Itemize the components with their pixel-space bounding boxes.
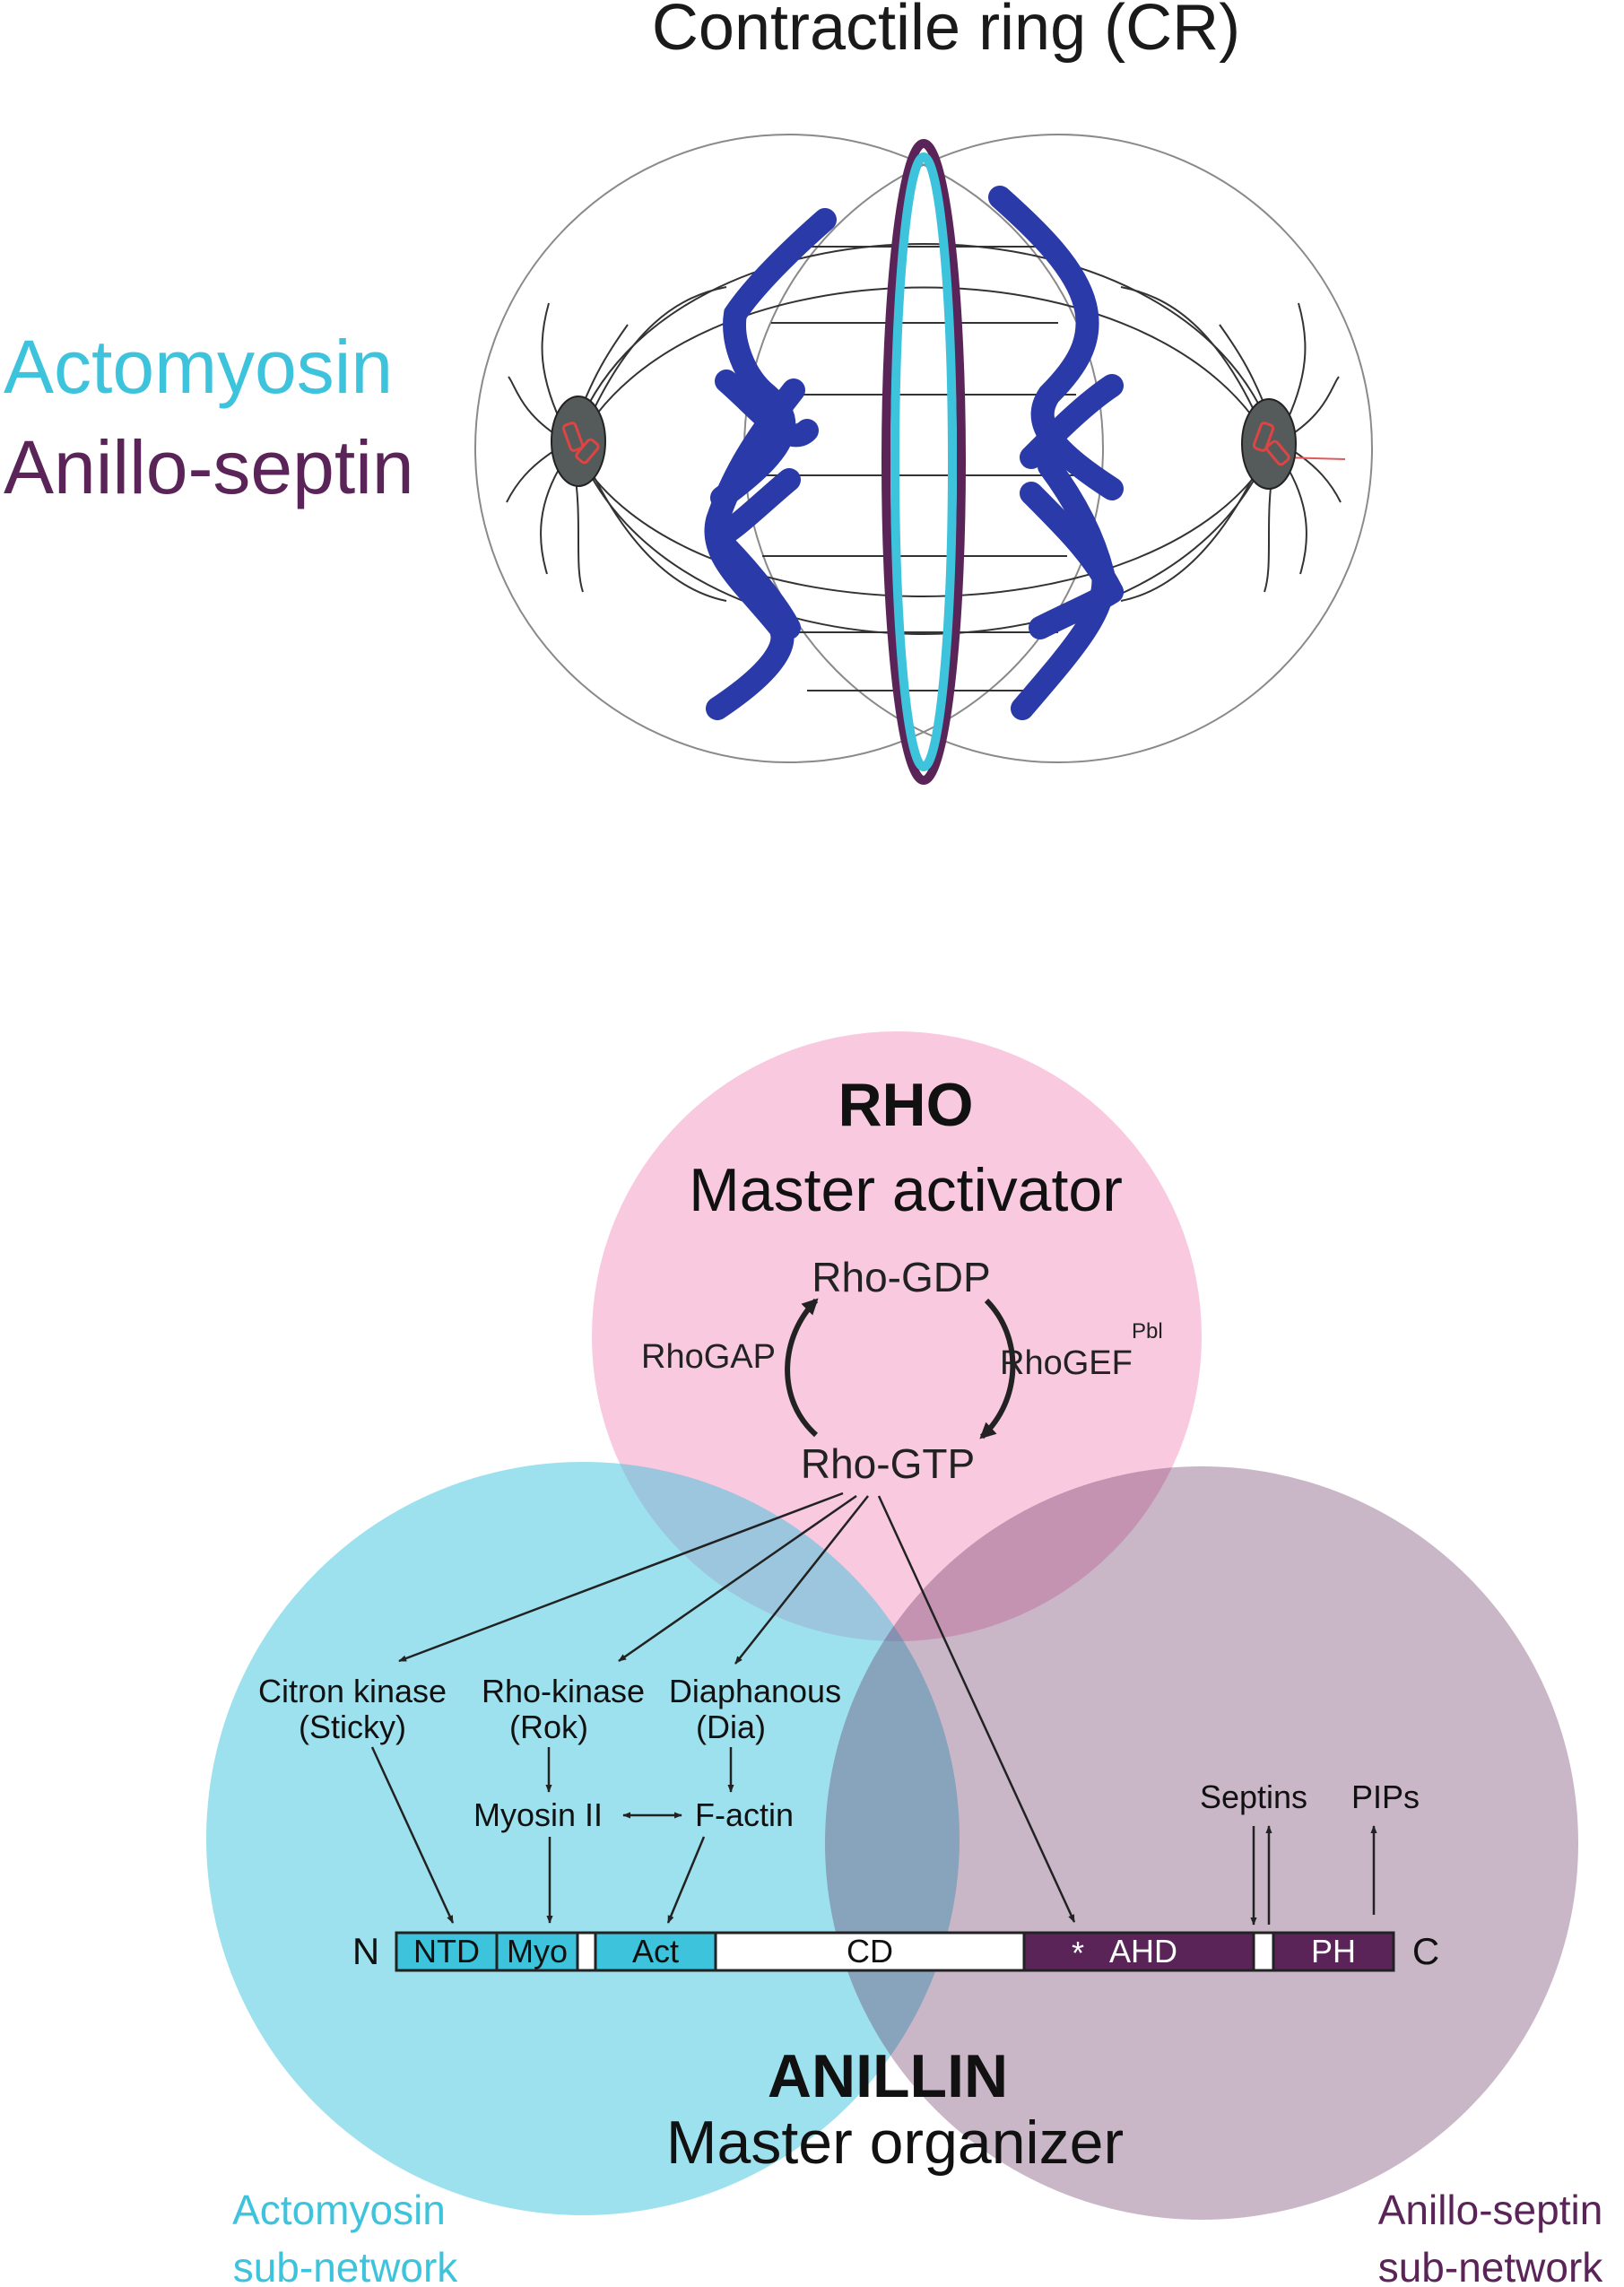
rho-title: RHO xyxy=(838,1071,973,1139)
domain-act-label: Act xyxy=(632,1933,679,1970)
legend-anillo-septin: Anillo-septin xyxy=(4,425,414,509)
chromosomes xyxy=(704,186,1124,720)
rho-gtp: Rho-GTP xyxy=(801,1440,975,1487)
effector-arrows xyxy=(370,1746,1377,1926)
septins-label: Septins xyxy=(1200,1778,1307,1815)
domain-ntd-label: NTD xyxy=(413,1933,480,1970)
diaphanous-label: Diaphanous xyxy=(669,1673,841,1709)
anillo-septin-circle xyxy=(825,1466,1578,2220)
domain-cd-label: CD xyxy=(847,1933,893,1970)
citron-sticky-label: (Sticky) xyxy=(299,1709,406,1745)
midzone-fibers xyxy=(753,246,1076,691)
rhogap-arrow xyxy=(785,1298,819,1438)
anillin-domain-bar xyxy=(395,1931,1395,1972)
domain-gap2 xyxy=(1252,1931,1275,1972)
cell-outline-left xyxy=(474,134,1104,763)
rho-gdp: Rho-GDP xyxy=(812,1254,990,1300)
centrosome-left xyxy=(551,396,606,487)
spindle-fibers xyxy=(506,243,1342,635)
domain-ahd xyxy=(1022,1931,1255,1972)
domain-ahd-label: AHD xyxy=(1109,1933,1177,1970)
myosin-label: Myosin II xyxy=(473,1796,603,1833)
domain-gap1 xyxy=(576,1931,597,1972)
cell-illustration: Contractile ring (CR) Actomyosin Anillo-… xyxy=(4,0,1373,785)
domain-ahd-asterisk: * xyxy=(1072,1935,1084,1971)
n-terminus: N xyxy=(352,1930,379,1972)
factin-label: F-actin xyxy=(695,1796,794,1833)
anillo-subnetwork-line2: sub-network xyxy=(1378,2244,1604,2287)
rho-circle xyxy=(592,1031,1202,1641)
anillo-subnetwork-line1: Anillo-septin xyxy=(1378,2187,1603,2233)
domain-cd xyxy=(714,1931,1026,1972)
rok-label: (Rok) xyxy=(509,1709,588,1745)
rhogef-label: RhoGEF xyxy=(1000,1344,1133,1382)
rhogef-arrow xyxy=(979,1298,1016,1439)
domain-myo-label: Myo xyxy=(507,1933,568,1970)
legend-actomyosin: Actomyosin xyxy=(4,325,393,409)
actomyosin-circle xyxy=(206,1462,960,2215)
rhogef-superscript: Pbl xyxy=(1132,1319,1163,1344)
centrosome-right xyxy=(1241,398,1297,490)
ring-anillo-septin xyxy=(881,139,966,785)
pips-label: PIPs xyxy=(1351,1778,1420,1815)
actomyosin-subnetwork-line2: sub-network xyxy=(233,2244,459,2287)
domain-ntd xyxy=(395,1931,499,1972)
rho-subtitle: Master activator xyxy=(689,1156,1123,1224)
c-terminus: C xyxy=(1412,1930,1439,1972)
anillin-title: ANILLIN xyxy=(768,2042,1008,2110)
actomyosin-subnetwork-line1: Actomyosin xyxy=(232,2187,446,2233)
contractile-ring-title: Contractile ring (CR) xyxy=(652,0,1240,64)
domain-ph xyxy=(1272,1931,1395,1972)
domain-ph-label: PH xyxy=(1311,1933,1356,1970)
rho-kinase-label: Rho-kinase xyxy=(482,1673,645,1709)
dia-label: (Dia) xyxy=(696,1709,766,1745)
rho-gtp-arrows xyxy=(398,1491,1076,1923)
anillin-subtitle: Master organizer xyxy=(666,2109,1124,2177)
ring-actomyosin xyxy=(890,152,957,771)
signaling-diagram: RHO Master activator Rho-GDP Rho-GTP Rho… xyxy=(206,1031,1603,2287)
citron-kinase-label: Citron kinase xyxy=(258,1673,447,1709)
rhogap-label: RhoGAP xyxy=(641,1338,776,1376)
